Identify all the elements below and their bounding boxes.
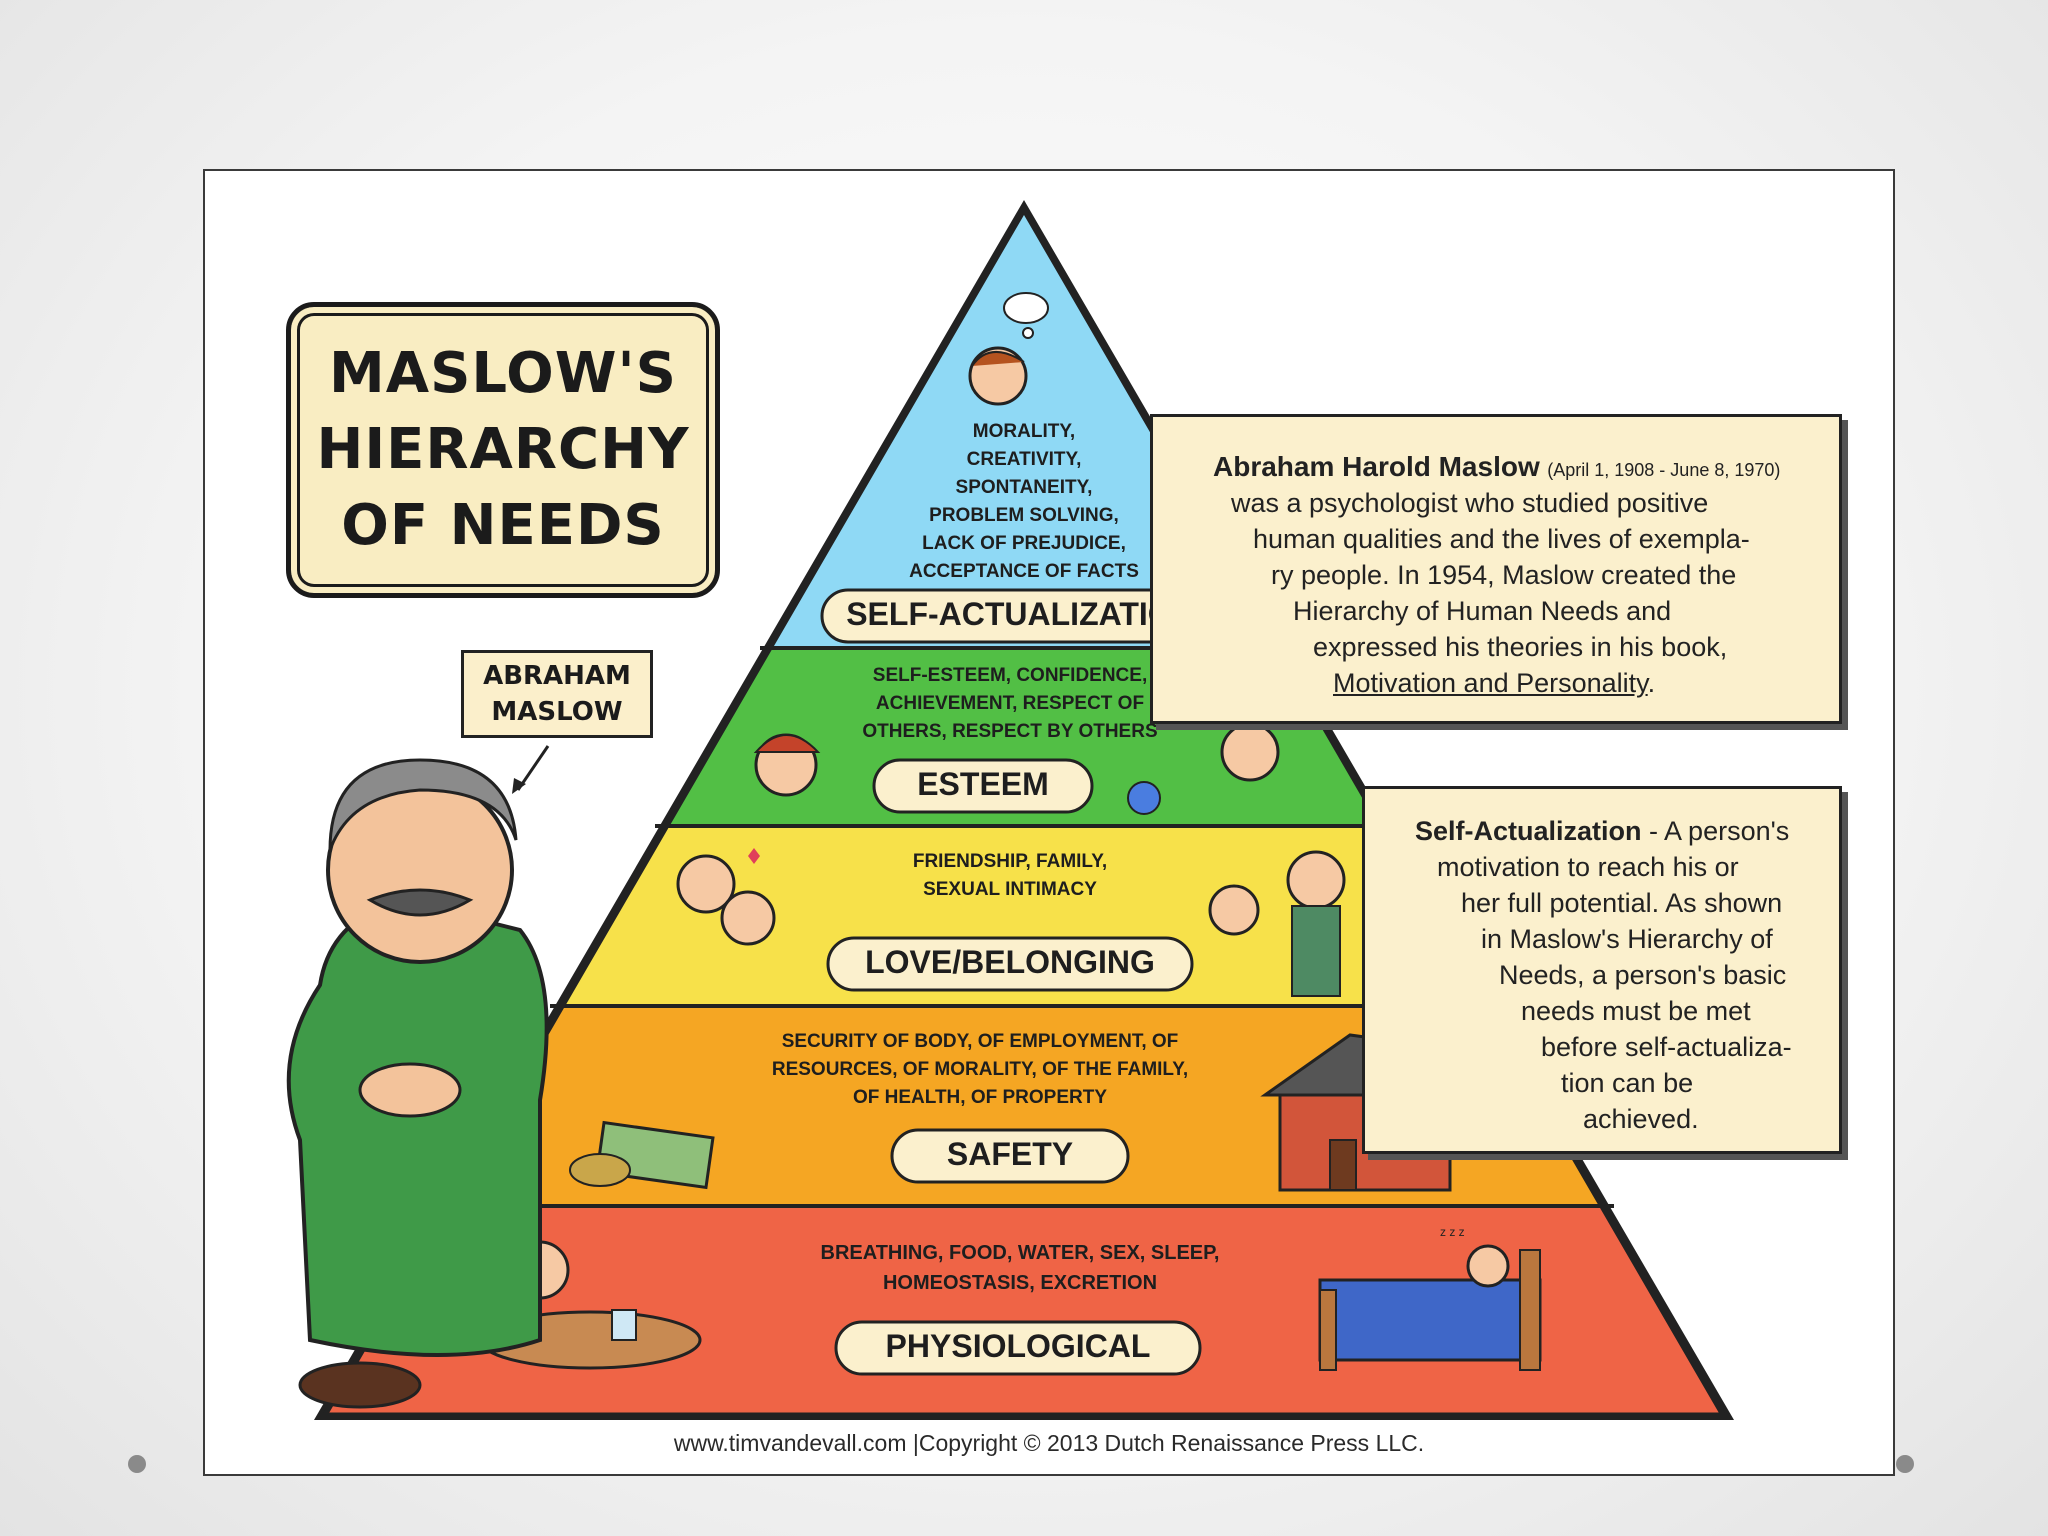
bio-box: Abraham Harold Maslow (April 1, 1908 - J… bbox=[1150, 414, 1842, 724]
title-line-1: MASLOW'S bbox=[329, 336, 677, 412]
title-box: MASLOW'S HIERARCHY OF NEEDS bbox=[286, 302, 720, 598]
love-belonging-label: LOVE/BELONGING bbox=[828, 944, 1192, 981]
esteem-label: ESTEEM bbox=[874, 766, 1092, 803]
title-line-3: OF NEEDS bbox=[341, 488, 665, 564]
love-belonging-desc: FRIENDSHIP, FAMILY, SEXUAL INTIMACY bbox=[840, 848, 1180, 904]
physiological-label: PHYSIOLOGICAL bbox=[836, 1328, 1200, 1365]
name-tag: ABRAHAM MASLOW bbox=[461, 650, 653, 738]
bio-dates: (April 1, 1908 - June 8, 1970) bbox=[1547, 460, 1780, 480]
bio-name: Abraham Harold Maslow bbox=[1213, 451, 1540, 482]
maslow-figure bbox=[289, 746, 548, 1407]
definition-box: Self-Actualization - A person's motivati… bbox=[1362, 786, 1842, 1154]
sleep-zs: z z z bbox=[1440, 1225, 1465, 1239]
safety-label: SAFETY bbox=[892, 1136, 1128, 1173]
safety-desc: SECURITY OF BODY, OF EMPLOYMENT, OF RESO… bbox=[700, 1028, 1260, 1112]
title-line-2: HIERARCHY bbox=[316, 412, 689, 488]
physiological-desc: BREATHING, FOOD, WATER, SEX, SLEEP, HOME… bbox=[740, 1238, 1300, 1298]
footer-credit: www.timvandevall.com |Copyright © 2013 D… bbox=[203, 1430, 1895, 1457]
book-title: Motivation and Personality bbox=[1333, 668, 1648, 698]
definition-term: Self-Actualization bbox=[1415, 816, 1642, 846]
